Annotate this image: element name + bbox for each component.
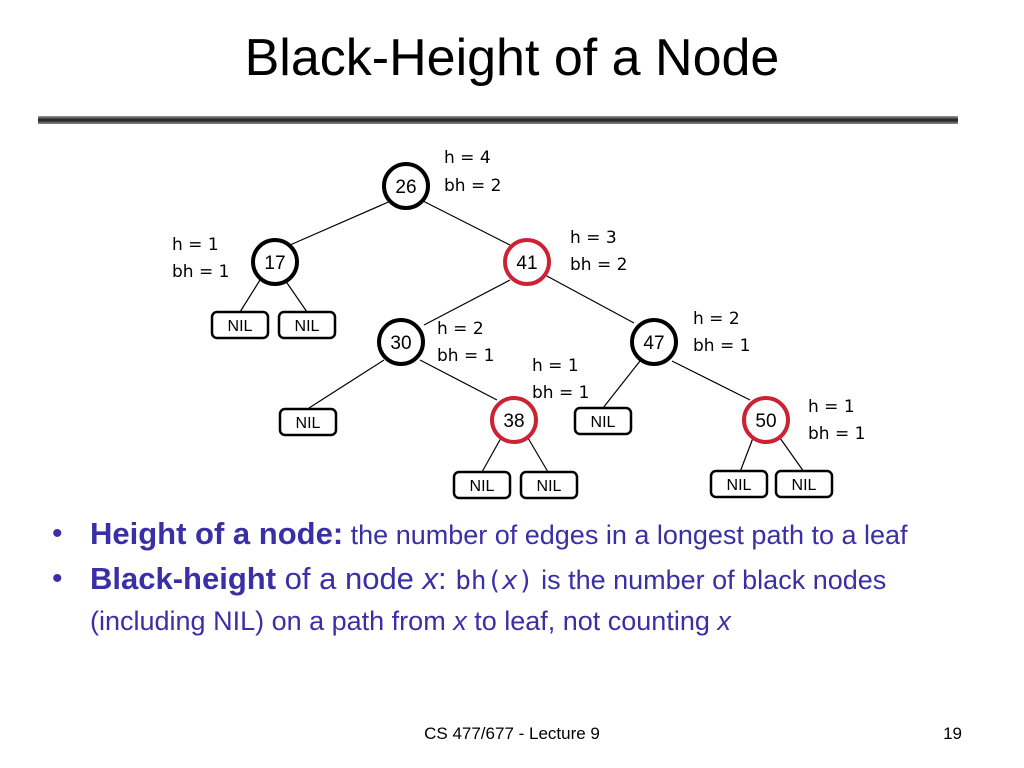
node-circle	[503, 238, 551, 286]
black-height-definition-text: is the number of black nodes (including …	[90, 565, 887, 636]
bullet-height-definition: • Height of a node: the number of edges …	[52, 516, 982, 553]
tree-node: 26 h = 4 bh = 2	[382, 148, 501, 210]
slide-number: 19	[943, 724, 962, 743]
node-black-height: bh = 1	[532, 383, 589, 403]
height-definition-text: the number of edges in a longest path to…	[343, 520, 908, 550]
node-height: h = 3	[570, 228, 617, 248]
node-height: h = 4	[444, 148, 491, 168]
nil-leaf: NIL	[277, 310, 337, 340]
node-circle	[742, 396, 790, 444]
node-key: 47	[643, 333, 664, 354]
red-black-tree-diagram: 26 h = 4 bh = 2 17 h = 1 bh = 1 41 h = 3…	[172, 148, 865, 500]
tree-node: 41 h = 3 bh = 2	[503, 228, 627, 286]
nil-label: NIL	[470, 478, 495, 495]
node-circle	[251, 238, 299, 286]
edge-26-17	[289, 199, 394, 246]
edge-47-nil	[602, 360, 641, 409]
edge-30-nil	[308, 359, 385, 409]
var-x: x	[422, 561, 439, 596]
nil-leaf: NIL	[573, 406, 633, 436]
black-height-definition-text: to leaf, not counting	[466, 606, 718, 636]
var-x: x	[453, 606, 467, 636]
edge-41-30	[423, 279, 511, 326]
node-circle	[377, 318, 425, 366]
node-black-height: bh = 2	[570, 255, 627, 275]
nil-leaf: NIL	[709, 469, 769, 499]
bullet-list: • Height of a node: the number of edges …	[52, 516, 982, 647]
node-height: h = 1	[532, 356, 579, 376]
node-height: h = 2	[693, 309, 740, 329]
nil-label: NIL	[296, 415, 321, 432]
term-black-height: Black-height	[90, 561, 277, 596]
nil-label: NIL	[228, 318, 253, 335]
nil-label: NIL	[727, 477, 752, 494]
nil-label: NIL	[537, 478, 562, 495]
node-circle	[630, 318, 678, 366]
node-black-height: bh = 1	[172, 262, 229, 282]
node-circle	[490, 396, 538, 444]
bullet-black-height-definition: • Black-height of a node x: bh(x) is the…	[52, 559, 982, 641]
node-height: h = 1	[172, 235, 219, 255]
node-black-height: bh = 1	[808, 424, 865, 444]
bullet-dot-icon: •	[52, 517, 63, 550]
term-height: Height of a node:	[90, 516, 344, 551]
edge-26-41	[420, 199, 511, 246]
footer-course: CS 477/677 - Lecture 9	[424, 724, 600, 743]
bh-close-paren: )	[517, 566, 534, 596]
edge-17-nil	[239, 279, 261, 313]
nil-leaf: NIL	[278, 407, 338, 437]
node-key: 50	[755, 411, 776, 432]
tree-node: 50 h = 1 bh = 1	[742, 396, 865, 444]
node-height: h = 1	[808, 397, 855, 417]
nil-leaf: NIL	[519, 470, 579, 500]
edge-30-38	[419, 359, 498, 401]
nil-label: NIL	[295, 318, 320, 335]
bh-function: bh(	[455, 566, 503, 596]
node-key: 38	[503, 411, 524, 432]
node-black-height: bh = 2	[444, 176, 501, 196]
edge-38-nil	[527, 437, 549, 473]
node-black-height: bh = 1	[693, 336, 750, 356]
of-a-node-text: of a node	[276, 561, 423, 596]
title-divider	[38, 116, 958, 124]
nil-label: NIL	[792, 477, 817, 494]
edge-47-50	[671, 360, 751, 401]
colon-text: :	[438, 561, 456, 596]
nil-leaf: NIL	[210, 310, 270, 340]
node-key: 26	[395, 177, 416, 198]
nil-leaf: NIL	[452, 470, 512, 500]
slide-title: Black-Height of a Node	[244, 29, 780, 87]
node-key: 30	[390, 333, 411, 354]
edge-41-47	[544, 274, 635, 324]
nil-leaf: NIL	[774, 469, 834, 499]
tree-node: 30 h = 2 bh = 1	[377, 318, 494, 366]
edge-50-nil	[739, 437, 754, 473]
var-x: x	[717, 606, 731, 636]
tree-node: 47 h = 2 bh = 1	[630, 309, 750, 366]
node-circle	[382, 162, 430, 210]
node-black-height: bh = 1	[437, 346, 494, 366]
edge-50-nil	[779, 437, 805, 473]
bullet-dot-icon: •	[52, 562, 63, 595]
node-key: 17	[264, 253, 285, 274]
edge-38-nil	[481, 437, 502, 473]
edge-17-nil	[284, 279, 308, 313]
tree-edges	[239, 199, 805, 473]
node-height: h = 2	[437, 319, 484, 339]
tree-node: 38 h = 1 bh = 1	[490, 356, 589, 444]
tree-node: 17 h = 1 bh = 1	[172, 235, 299, 286]
var-x: x	[502, 566, 518, 596]
nil-label: NIL	[591, 414, 616, 431]
node-key: 41	[516, 253, 537, 274]
